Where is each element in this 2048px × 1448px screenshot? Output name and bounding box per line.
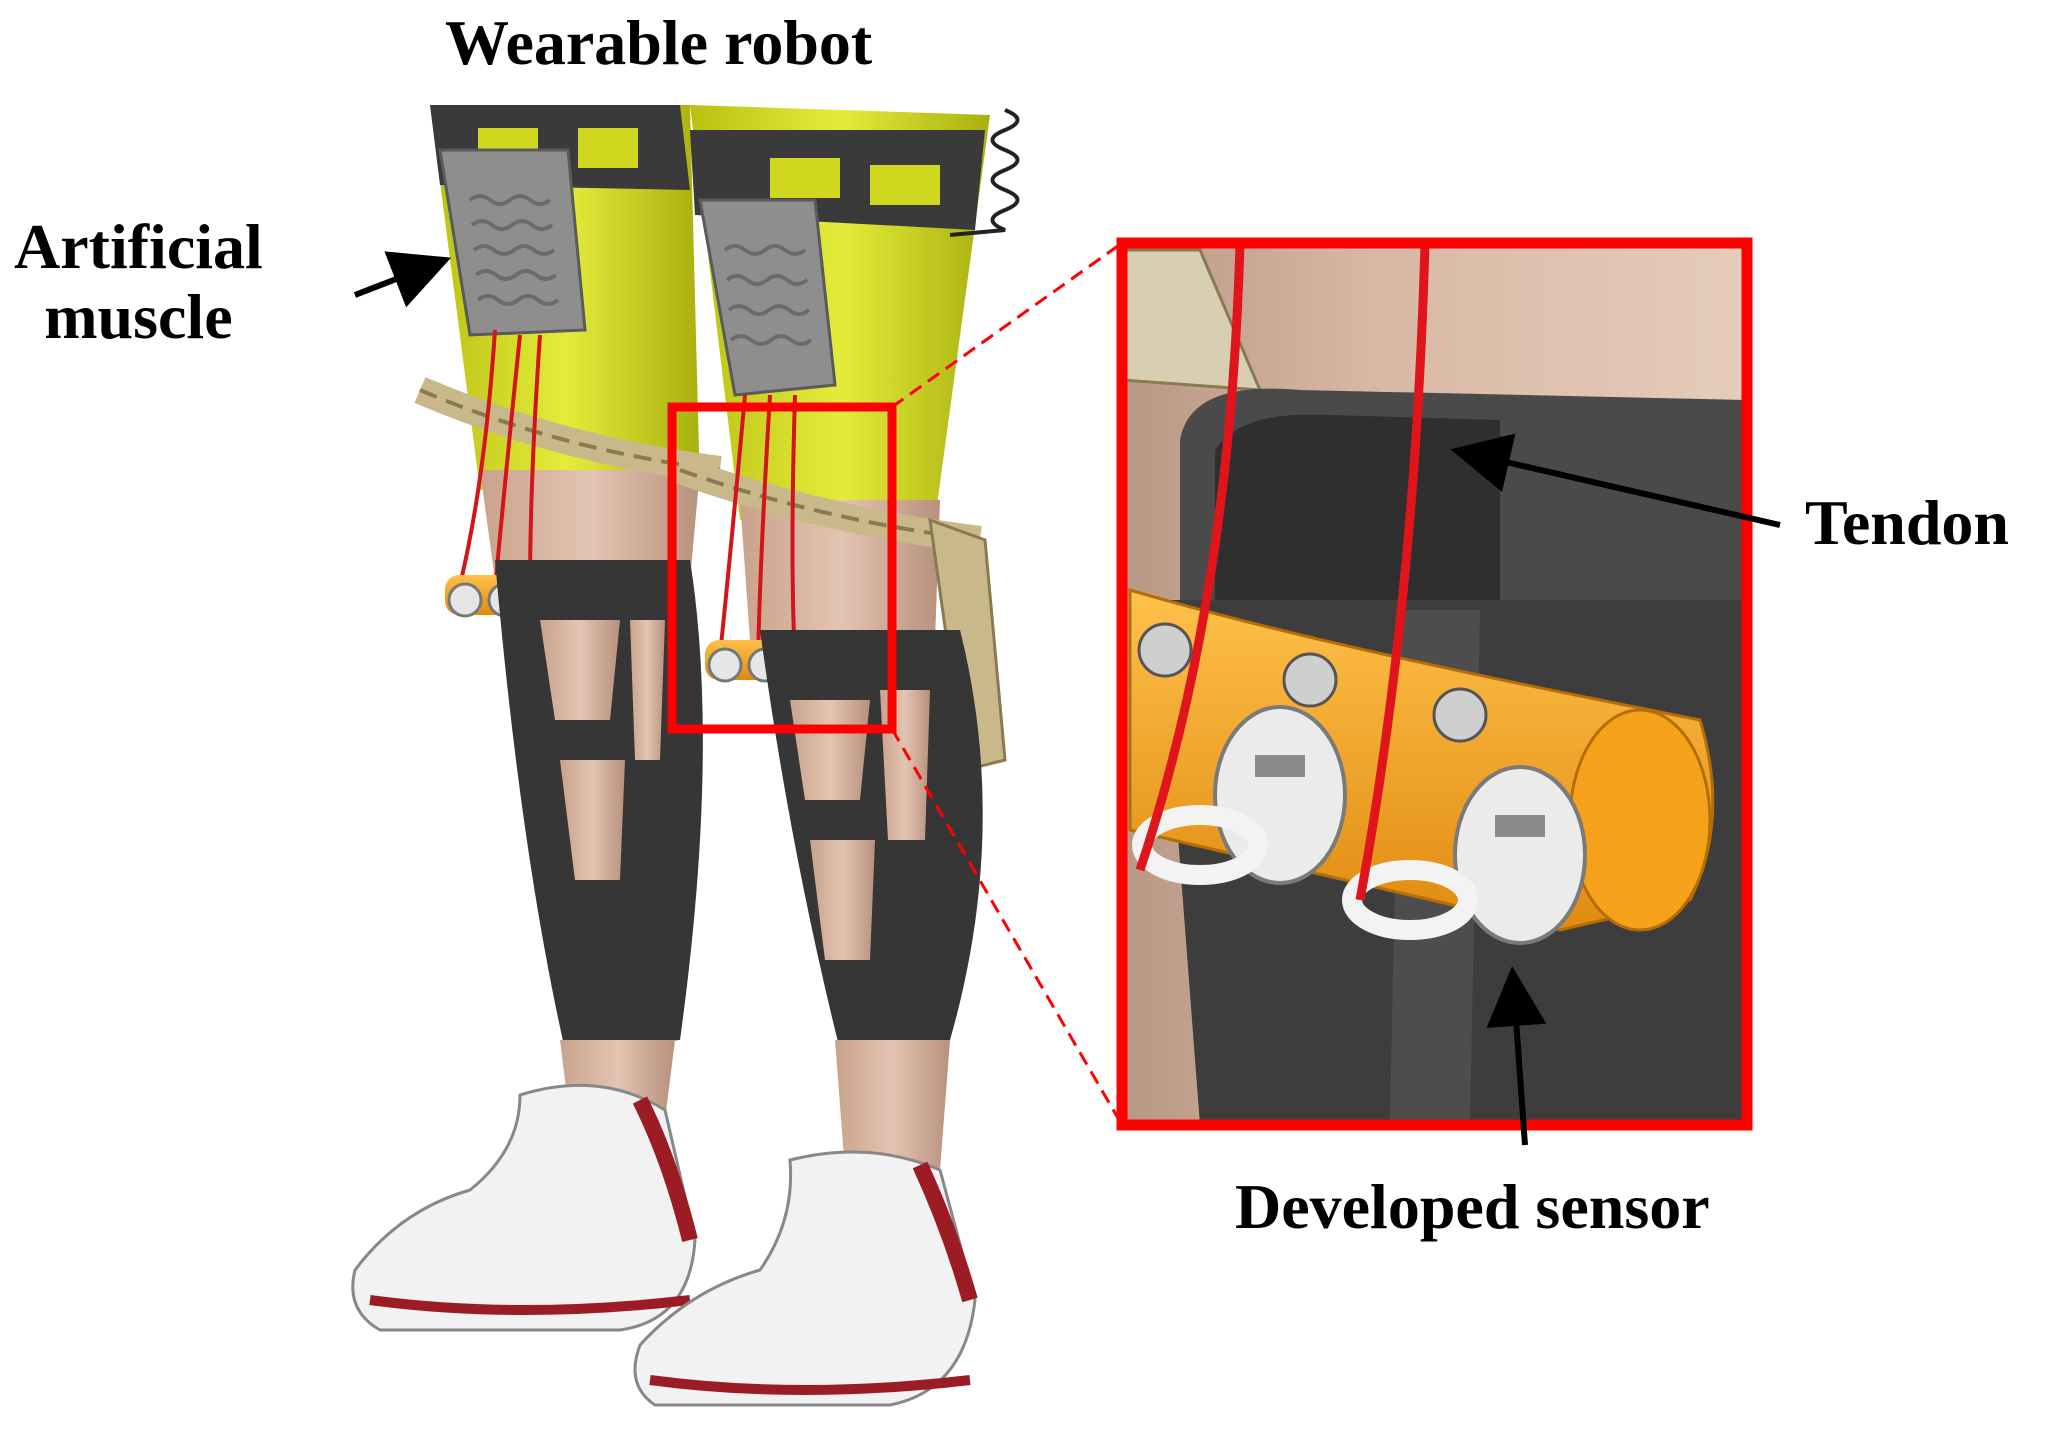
tendon-line-left xyxy=(1135,243,1245,872)
zoom-connector-top xyxy=(891,241,1123,409)
artificial-muscle-label: Artificial muscle xyxy=(14,211,263,353)
zoom-frame xyxy=(1116,237,1753,1131)
tendon-arrow xyxy=(1450,433,1781,528)
tendon-label: Tendon xyxy=(1805,487,2009,558)
muscle-arrow xyxy=(353,251,452,308)
left-leg xyxy=(351,105,722,1332)
right-leg xyxy=(633,105,1020,1407)
developed-sensor-label: Developed sensor xyxy=(1235,1171,1710,1242)
tendon-line-right xyxy=(1355,243,1430,901)
zoom-connector-bottom xyxy=(890,728,1124,1126)
artificial-muscle-label-line2: muscle xyxy=(44,281,233,353)
detail-highlight-box xyxy=(667,402,897,734)
title-label: Wearable robot xyxy=(445,7,873,78)
zoom-inset xyxy=(1116,237,1753,1131)
sensor-arrow xyxy=(1486,966,1547,1146)
artificial-muscle-label-line1: Artificial xyxy=(14,211,263,282)
